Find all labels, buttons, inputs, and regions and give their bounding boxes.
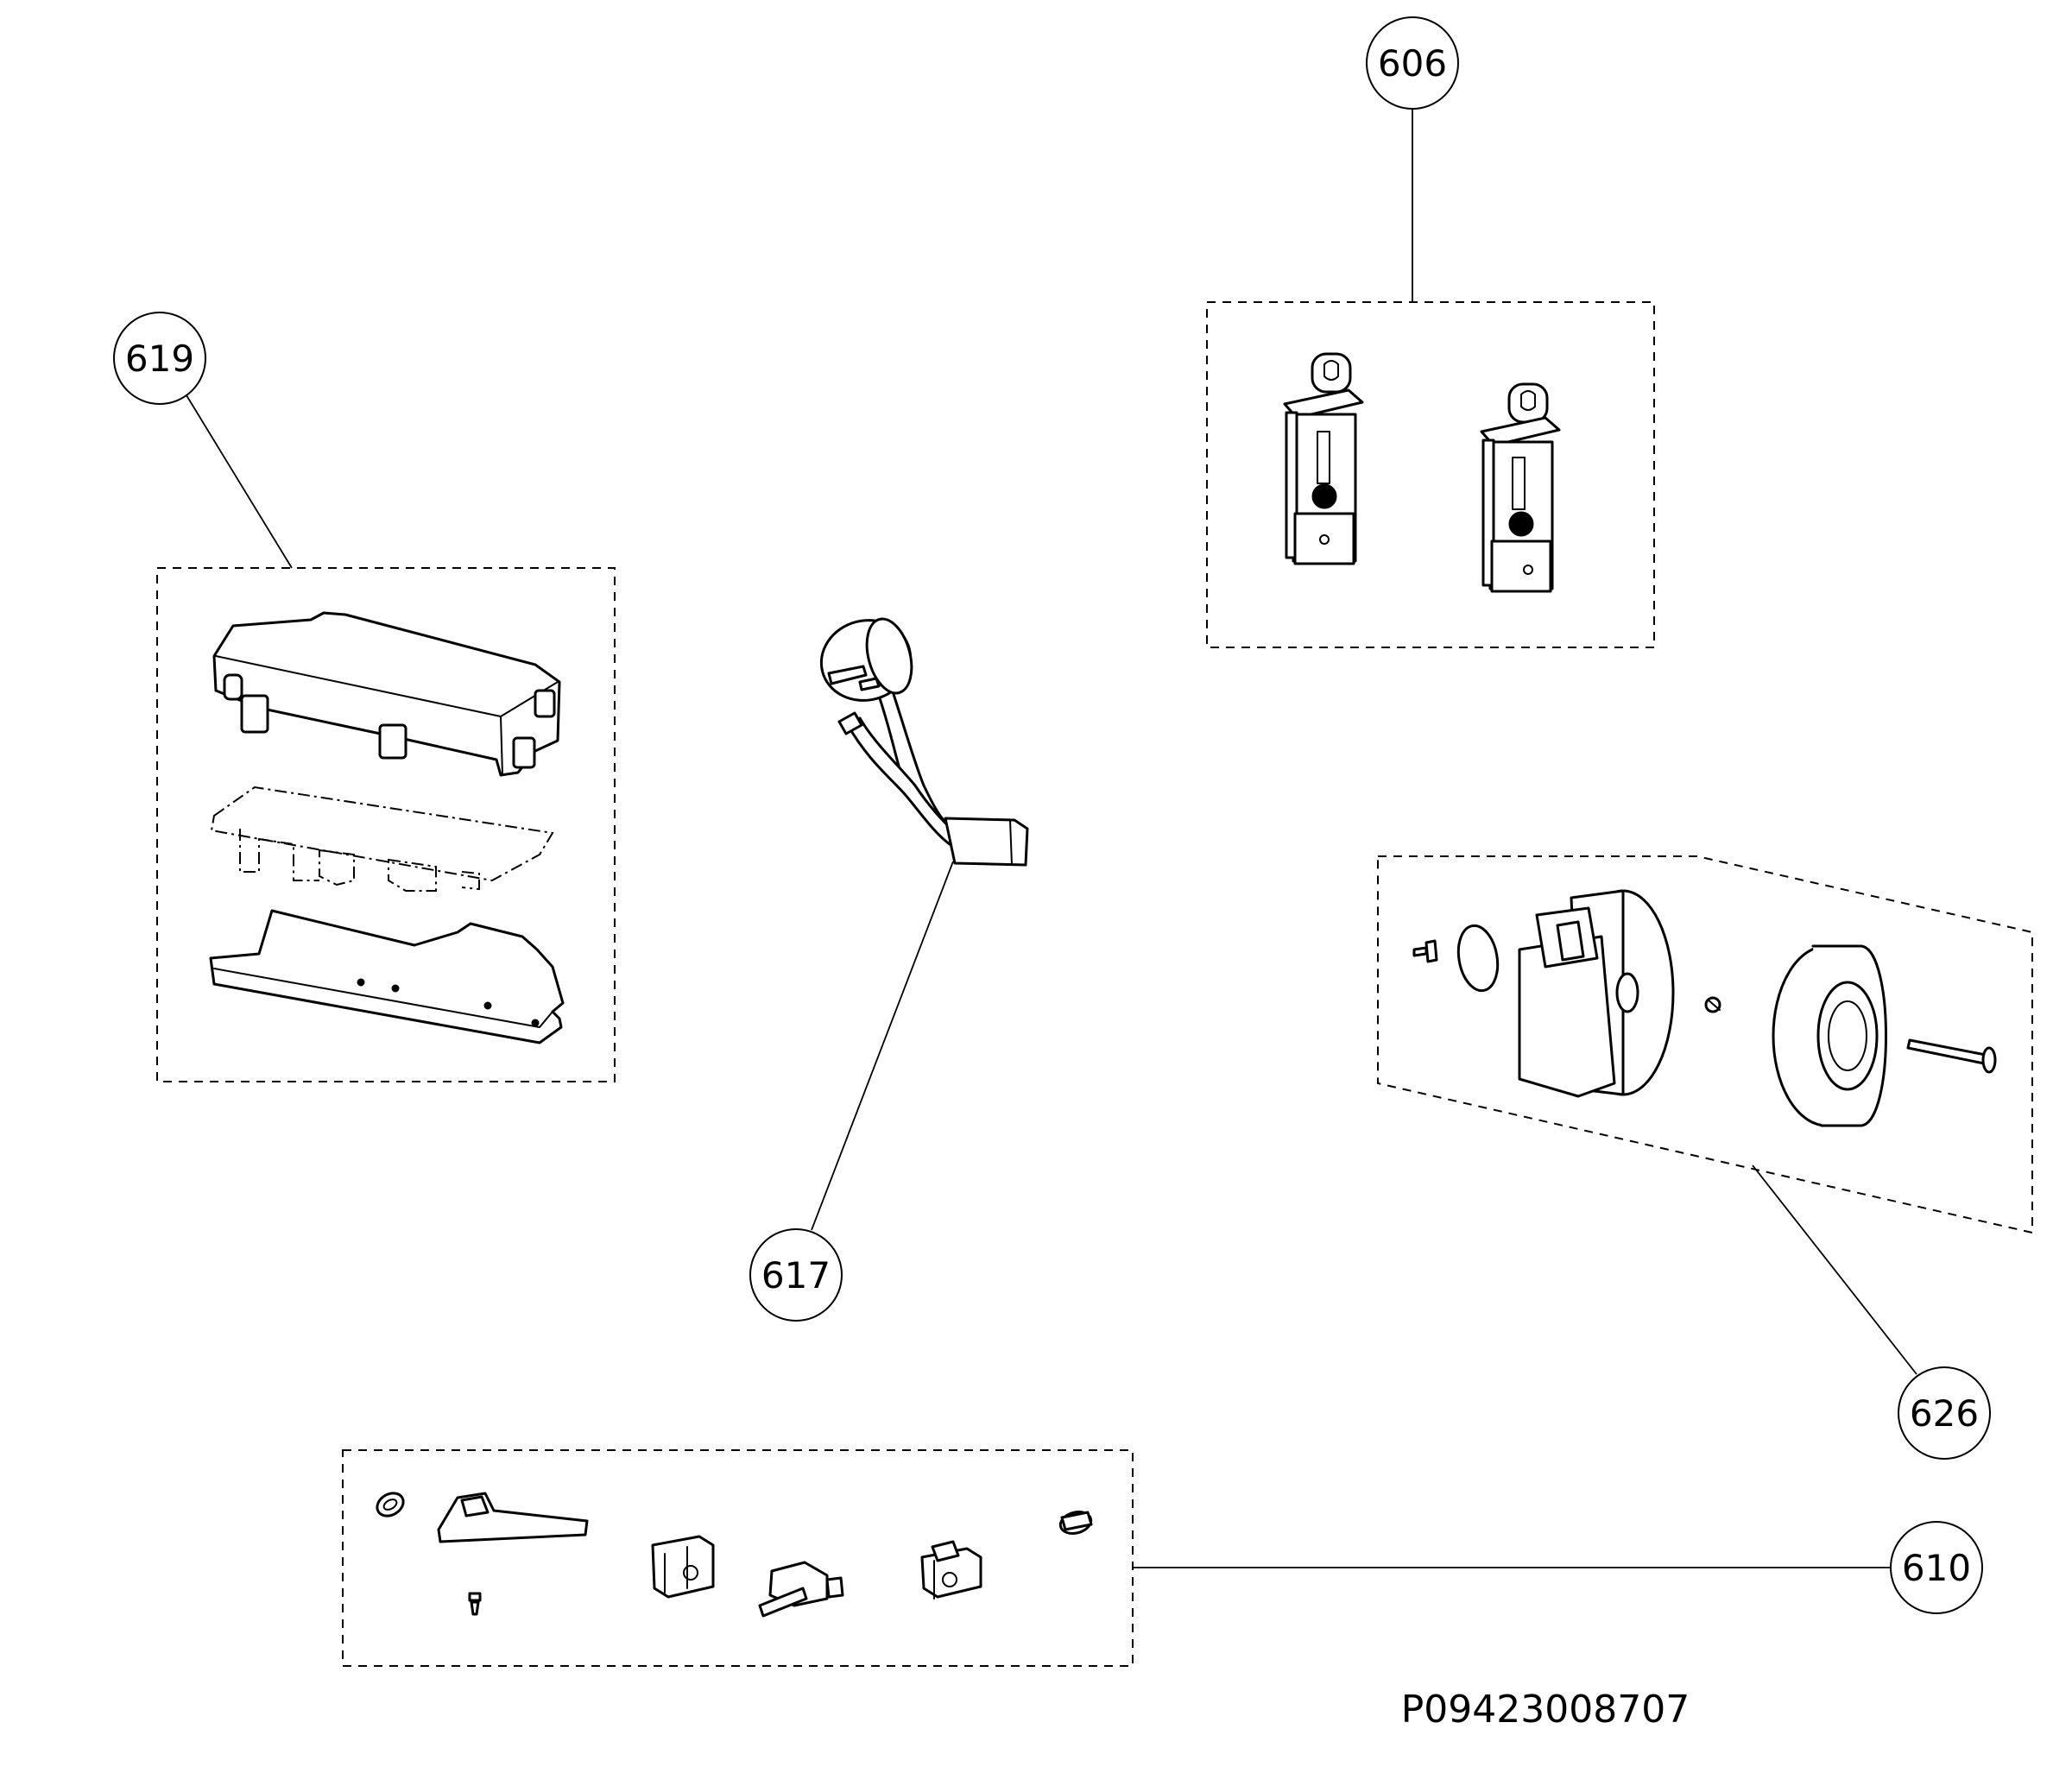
- callout-619-label: 619: [125, 338, 194, 380]
- group-box-606: [1206, 301, 1655, 648]
- callout-619[interactable]: 619: [113, 312, 206, 405]
- callout-626-label: 626: [1910, 1392, 1979, 1435]
- hinge-bracket-right-part[interactable]: [1480, 382, 1561, 593]
- mounting-plate-part[interactable]: [209, 909, 565, 1044]
- callout-626[interactable]: 626: [1898, 1366, 1991, 1460]
- leader-617: [811, 861, 954, 1231]
- group-box-626: [1377, 855, 2033, 1234]
- pump-assembly-part[interactable]: [1412, 889, 1721, 1098]
- leader-626: [1752, 1164, 1917, 1375]
- leader-619: [186, 394, 293, 569]
- diagram-code: P09423008707: [1401, 1688, 1690, 1732]
- callout-617[interactable]: 617: [749, 1228, 843, 1322]
- callout-617-label: 617: [761, 1254, 831, 1297]
- callout-606[interactable]: 606: [1366, 16, 1459, 110]
- hinge-bracket-left-part[interactable]: [1283, 352, 1364, 565]
- sensor-harness-part[interactable]: [812, 610, 1029, 867]
- callout-606-label: 606: [1378, 42, 1447, 85]
- fittings-kit-part[interactable]: [373, 1489, 1093, 1618]
- impeller-wheel-part[interactable]: [1772, 944, 1887, 1127]
- group-box-610: [342, 1449, 1134, 1667]
- circuit-board-part[interactable]: [210, 786, 554, 892]
- axle-pin-part[interactable]: [1906, 1038, 1997, 1074]
- callout-610[interactable]: 610: [1890, 1521, 1983, 1614]
- callout-610-label: 610: [1902, 1547, 1971, 1589]
- control-module-housing-part[interactable]: [212, 611, 561, 777]
- group-box-619: [156, 567, 616, 1082]
